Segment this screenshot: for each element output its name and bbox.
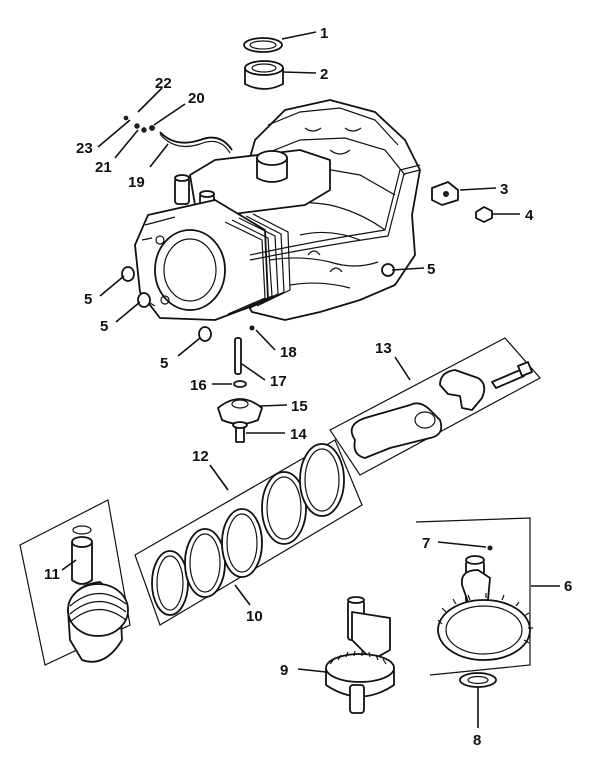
callout-5-right: 5 xyxy=(427,261,435,278)
callout-20: 20 xyxy=(188,90,205,107)
part-13-connecting-rod xyxy=(329,337,541,476)
callout-5-bottom: 5 xyxy=(160,355,168,372)
part-20-23-fittings xyxy=(123,115,155,133)
callout-labels: 1 2 3 4 5 5 5 5 6 7 8 9 10 11 12 13 14 1… xyxy=(44,25,572,749)
part-9-crankshaft xyxy=(325,596,395,714)
leader-lines xyxy=(61,31,560,728)
callout-12: 12 xyxy=(192,448,209,465)
callout-11: 11 xyxy=(44,566,60,583)
callout-15: 15 xyxy=(291,398,308,415)
crankcase-block xyxy=(134,99,421,321)
callout-8: 8 xyxy=(473,732,481,749)
part-10-12-piston-rings xyxy=(134,439,363,626)
callout-23: 23 xyxy=(76,140,93,157)
part-6-camshaft xyxy=(415,517,533,676)
callout-13: 13 xyxy=(375,340,392,357)
callout-5-upper-left: 5 xyxy=(84,291,92,308)
callout-3: 3 xyxy=(500,181,508,198)
part-2-bushing xyxy=(244,60,284,90)
callout-9: 9 xyxy=(280,662,288,679)
callout-1: 1 xyxy=(320,25,328,42)
callout-19: 19 xyxy=(128,174,145,191)
part-8-washer xyxy=(459,672,497,688)
part-4-nut xyxy=(475,206,493,223)
callout-22: 22 xyxy=(155,75,172,92)
callout-21: 21 xyxy=(95,159,112,176)
callout-16: 16 xyxy=(190,377,207,394)
callout-4: 4 xyxy=(525,207,534,224)
part-5-plugs xyxy=(121,263,395,342)
part-1-ring xyxy=(243,37,283,53)
part-3-bracket xyxy=(431,181,459,206)
callout-6: 6 xyxy=(564,578,572,595)
part-11-piston xyxy=(19,499,131,666)
callout-17: 17 xyxy=(270,373,287,390)
callout-2: 2 xyxy=(320,66,328,83)
callout-18: 18 xyxy=(280,344,297,361)
callout-14: 14 xyxy=(290,426,307,443)
callout-5-lower-left: 5 xyxy=(100,318,108,335)
part-14-18-governor xyxy=(217,325,263,443)
callout-7: 7 xyxy=(422,535,430,552)
callout-10: 10 xyxy=(246,608,263,625)
